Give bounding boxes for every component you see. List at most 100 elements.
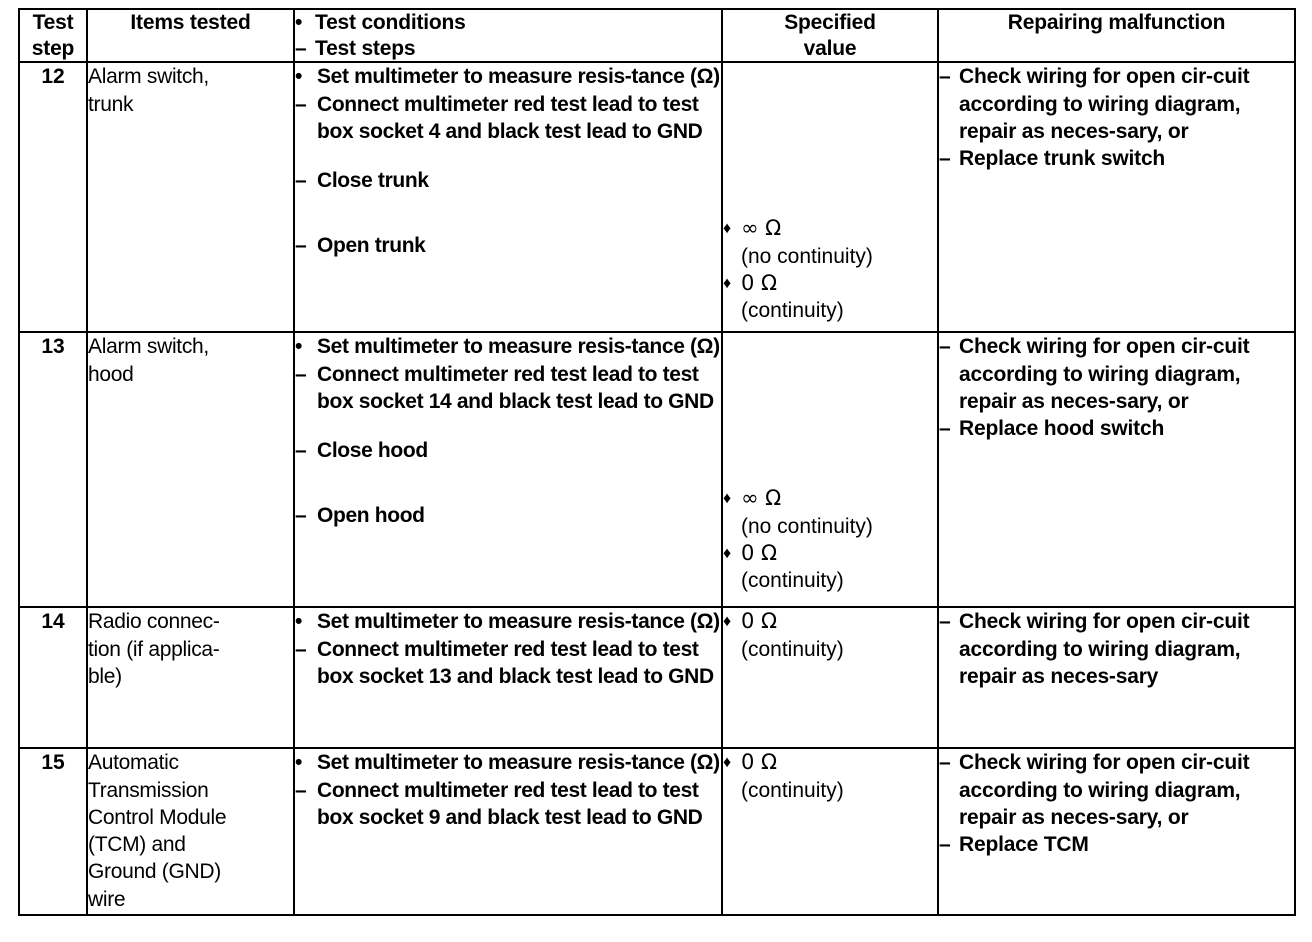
dash-icon: – <box>295 778 307 802</box>
test-step-table: Test step Items tested • Test conditions… <box>18 7 1296 917</box>
dash-icon: – <box>939 335 951 359</box>
spacer <box>295 194 721 232</box>
dash-icon: – <box>939 417 951 441</box>
condition-item: – Connect multimeter red test lead to te… <box>295 777 721 832</box>
table-row: 12 Alarm switch, trunk • Set multimeter … <box>18 61 1296 334</box>
items-line: Radio connec- <box>88 610 220 634</box>
header-line: Specified <box>784 11 876 34</box>
cell-specified-value: ♦ ∞ Ω (no continuity) ♦ 0 Ω (continuity) <box>721 61 939 334</box>
condition-item: – Connect multimeter red test lead to te… <box>295 91 721 146</box>
column-header-items-tested: Items tested <box>86 7 295 64</box>
items-line: Ground (GND) <box>88 860 221 884</box>
repair-item: – Replace trunk switch <box>939 145 1294 172</box>
cell-test-step: 13 <box>18 331 88 609</box>
cell-items-tested: Alarm switch, hood <box>86 331 295 609</box>
spacer <box>295 145 721 167</box>
header-line: Items tested <box>130 11 251 34</box>
specified-value-note: (continuity) <box>741 299 844 323</box>
items-line: wire <box>88 887 126 911</box>
items-line: tion (if applica- <box>88 637 220 661</box>
column-header-repairing-malfunction: Repairing malfunction <box>937 7 1296 64</box>
header-text: Test steps <box>315 36 416 60</box>
condition-text: Close hood <box>317 439 428 463</box>
specified-value-text: ∞ Ω <box>741 486 782 511</box>
condition-item: • Set multimeter to measure resis-tance … <box>295 749 721 776</box>
cell-repairing-malfunction: – Check wiring for open cir-cuit accordi… <box>937 606 1296 750</box>
dash-icon: – <box>939 610 951 634</box>
specified-value-note: (continuity) <box>741 569 844 593</box>
condition-text: Open hood <box>317 504 425 528</box>
table-row: 15 Automatic Transmission Control Module… <box>18 747 1296 917</box>
bullet-icon: • <box>295 65 303 89</box>
table-header: Test step Items tested • Test conditions… <box>18 7 1296 64</box>
dash-icon: – <box>939 833 951 857</box>
table-row: 14 Radio connec- tion (if applica- ble) … <box>18 606 1296 750</box>
specified-value-head: ♦ 0 Ω <box>723 749 937 776</box>
repair-text: Replace hood switch <box>959 417 1165 441</box>
dash-icon: – <box>295 637 307 661</box>
condition-item: – Close hood <box>295 437 721 464</box>
repair-item: – Check wiring for open cir-cuit accordi… <box>939 749 1294 831</box>
table-body: 12 Alarm switch, trunk • Set multimeter … <box>18 61 1296 917</box>
specified-value-item: ♦ ∞ Ω (no continuity) <box>723 485 937 540</box>
specified-value-item: ♦ 0 Ω (continuity) <box>723 608 937 663</box>
repair-text: Check wiring for open cir-cuit according… <box>959 65 1250 143</box>
header-line: • Test conditions <box>295 10 721 36</box>
header-text: Test conditions <box>315 11 466 34</box>
specified-value-note: (continuity) <box>741 637 844 661</box>
cell-items-tested: Radio connec- tion (if applica- ble) <box>86 606 295 750</box>
condition-text: Set multimeter to measure resis-tance (Ω… <box>317 335 720 359</box>
header-line: Repairing malfunction <box>1007 11 1226 34</box>
items-line: hood <box>88 362 134 386</box>
header-row: Test step Items tested • Test conditions… <box>18 7 1296 64</box>
dash-icon: – <box>295 439 307 463</box>
diamond-icon: ♦ <box>723 220 732 238</box>
dash-icon: – <box>939 147 951 171</box>
dash-icon: – <box>295 234 307 258</box>
dash-icon: – <box>295 504 307 528</box>
repair-item: – Replace hood switch <box>939 415 1294 442</box>
specified-value-stack: ♦ 0 Ω (continuity) <box>723 608 937 663</box>
column-header-test-step: Test step <box>18 7 88 64</box>
condition-text: Connect multimeter red test lead to test… <box>317 362 714 413</box>
specified-value-head: ♦ 0 Ω <box>723 270 937 297</box>
specified-value-item: ♦ 0 Ω (continuity) <box>723 749 937 804</box>
cell-specified-value: ♦ 0 Ω (continuity) <box>721 747 939 917</box>
items-line: Alarm switch, <box>88 335 209 359</box>
condition-text: Connect multimeter red test lead to test… <box>317 637 714 688</box>
bullet-icon: • <box>295 11 303 34</box>
specified-value-note: (no continuity) <box>741 514 873 538</box>
spacer <box>295 464 721 502</box>
specified-value-head: ♦ ∞ Ω <box>723 485 937 512</box>
condition-text: Set multimeter to measure resis-tance (Ω… <box>317 751 720 775</box>
cell-items-tested: Alarm switch, trunk <box>86 61 295 334</box>
items-line: (TCM) and <box>88 833 186 857</box>
specified-value-note: (no continuity) <box>741 244 873 268</box>
repair-item: – Check wiring for open cir-cuit accordi… <box>939 608 1294 690</box>
cell-test-step: 15 <box>18 747 88 917</box>
items-line: trunk <box>88 92 134 116</box>
condition-item: – Open hood <box>295 502 721 529</box>
cell-repairing-malfunction: – Check wiring for open cir-cuit accordi… <box>937 331 1296 609</box>
dash-icon: – <box>295 36 307 60</box>
condition-item: – Close trunk <box>295 167 721 194</box>
repair-text: Replace trunk switch <box>959 147 1166 171</box>
specified-value-text: ∞ Ω <box>741 216 782 241</box>
specified-value-head: ♦ 0 Ω <box>723 608 937 635</box>
specified-value-text: 0 Ω <box>741 750 778 775</box>
condition-text: Connect multimeter red test lead to test… <box>317 92 703 143</box>
cell-test-step: 12 <box>18 61 88 334</box>
column-header-specified-value: Specified value <box>721 7 939 64</box>
condition-item: • Set multimeter to measure resis-tance … <box>295 333 721 360</box>
items-line: Automatic <box>88 751 179 775</box>
diamond-icon: ♦ <box>723 613 732 631</box>
items-line: Control Module <box>88 805 227 829</box>
diamond-icon: ♦ <box>723 754 732 772</box>
spacer <box>295 415 721 437</box>
dash-icon: – <box>295 92 307 116</box>
cell-repairing-malfunction: – Check wiring for open cir-cuit accordi… <box>937 61 1296 334</box>
diamond-icon: ♦ <box>723 544 732 562</box>
specified-value-text: 0 Ω <box>741 540 778 565</box>
repair-text: Check wiring for open cir-cuit according… <box>959 335 1250 413</box>
